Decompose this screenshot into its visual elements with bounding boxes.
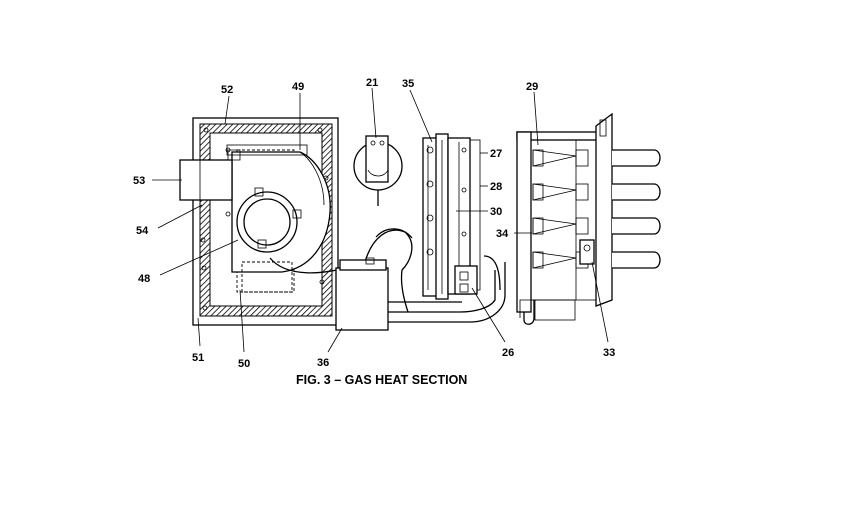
heat-exchanger-assembly (422, 133, 481, 300)
callout-36: 36 (317, 357, 329, 369)
flue-outlet-collar (179, 159, 233, 201)
leader-lines (152, 87, 609, 353)
callout-54: 54 (136, 225, 149, 237)
callout-labels: 52 49 21 35 29 27 28 30 34 53 54 48 51 5… (133, 77, 615, 370)
burner-assembly (516, 112, 661, 325)
insulation-liner (199, 123, 333, 317)
callout-51: 51 (192, 352, 204, 364)
callout-35: 35 (402, 78, 414, 90)
callout-53: 53 (133, 175, 145, 187)
callout-52: 52 (221, 84, 233, 96)
callout-50: 50 (238, 358, 250, 370)
inducer-motor (236, 191, 298, 253)
figure-caption: FIG. 3 – GAS HEAT SECTION (296, 373, 467, 387)
callout-33: 33 (603, 347, 615, 359)
blower-compartment (179, 117, 339, 326)
callout-49: 49 (292, 81, 304, 93)
callout-21: 21 (366, 77, 378, 89)
controls-area (269, 135, 506, 331)
callout-27: 27 (490, 148, 502, 160)
callout-48: 48 (138, 273, 150, 285)
gas-valve (335, 267, 389, 331)
callout-26: 26 (502, 347, 514, 359)
callout-29: 29 (526, 81, 538, 93)
callout-30: 30 (490, 206, 502, 218)
callout-28: 28 (490, 181, 502, 193)
callout-34: 34 (496, 228, 509, 240)
